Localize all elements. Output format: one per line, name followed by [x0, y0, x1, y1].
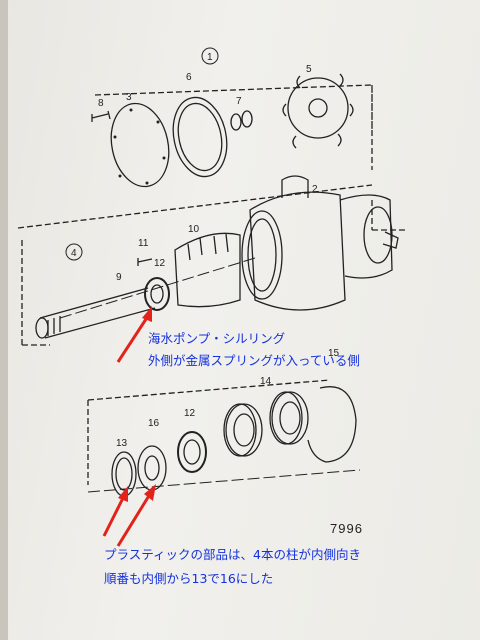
impeller-5	[282, 73, 354, 149]
part-label-13: 13	[116, 438, 128, 449]
annotation-arrows	[102, 306, 156, 547]
spacer-16	[137, 445, 167, 491]
svg-text:1: 1	[207, 52, 213, 63]
annotation-seal-line2: 外側が金属スプリングが入っている側	[148, 353, 360, 368]
part-label-15: 15	[328, 348, 340, 359]
annotation-seal-line1: 海水ポンプ・シルリング	[148, 331, 286, 346]
annotation-parts-line2: 順番も内側から13で16にした	[104, 571, 274, 586]
o-ring-7b	[241, 110, 253, 128]
pump-housing-2	[241, 175, 399, 311]
bolt-11	[137, 258, 153, 266]
part-label-11: 11	[138, 238, 149, 249]
group-1-bracket	[94, 84, 373, 170]
shaft-9	[35, 287, 156, 339]
gasket-6	[172, 96, 228, 178]
part-label-5: 5	[306, 64, 312, 75]
part-label-7: 7	[236, 96, 242, 107]
paper-sheet	[8, 0, 480, 640]
group-label-4: 4	[65, 243, 83, 261]
wear-plate-10	[174, 232, 241, 308]
bearing-14b	[269, 391, 309, 445]
arrow-to-seal	[116, 315, 150, 363]
group-lower-bracket	[87, 379, 331, 485]
part-label-9: 9	[116, 272, 122, 283]
group-4-right	[371, 200, 405, 231]
annotation-parts-line1: プラスティックの部品は、4本の柱が内側向き	[104, 547, 361, 562]
part-label-12-upper: 12	[154, 258, 166, 269]
group-label-1: 1	[201, 47, 219, 65]
o-ring-7a	[230, 113, 242, 131]
drawing-number: 7996	[330, 521, 363, 536]
group-1-frame-bottom	[17, 184, 373, 229]
cover-plate-3	[110, 102, 170, 188]
svg-text:4: 4	[71, 248, 77, 259]
part-label-14: 14	[260, 376, 272, 387]
bearing-14a	[223, 403, 263, 457]
part-label-12-lower: 12	[184, 408, 196, 419]
part-label-6: 6	[186, 72, 192, 83]
part-label-8: 8	[98, 98, 104, 109]
arrow-to-ring-13	[102, 495, 126, 537]
seal-12-lower	[177, 431, 207, 473]
part-label-10: 10	[188, 224, 200, 235]
arrow-to-spacer-16	[116, 493, 152, 547]
group-4-bracket	[21, 240, 50, 346]
circlip-15	[307, 386, 357, 463]
part-label-3: 3	[126, 92, 132, 103]
part-label-2: 2	[312, 184, 318, 195]
seal-12-upper	[144, 277, 170, 311]
screw-8	[91, 110, 111, 122]
part-label-16: 16	[148, 418, 160, 429]
